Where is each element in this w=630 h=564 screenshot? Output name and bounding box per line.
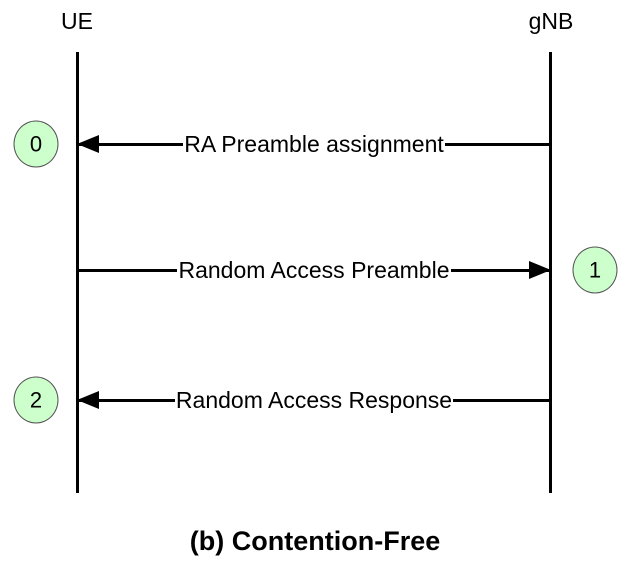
message-line [77, 398, 551, 402]
message-ra-preamble-assignment: RA Preamble assignment [77, 132, 551, 156]
step-badge-2: 2 [13, 376, 59, 424]
lifeline-gnb [549, 52, 552, 493]
message-label: Random Access Preamble [177, 257, 451, 283]
figure-caption: (b) Contention-Free [189, 526, 441, 556]
step-badge-0: 0 [13, 120, 59, 168]
participant-label-ue: UE [61, 8, 93, 34]
step-badge-1: 1 [572, 246, 618, 294]
arrowhead-left-icon [77, 391, 99, 409]
message-label: RA Preamble assignment [183, 131, 445, 157]
message-line [77, 268, 551, 272]
message-label: Random Access Response [174, 387, 454, 413]
participant-label-gnb: gNB [528, 8, 574, 34]
message-random-access-response: Random Access Response [77, 388, 551, 412]
arrowhead-right-icon [529, 261, 551, 279]
lifeline-ue [76, 52, 79, 493]
message-line [77, 142, 551, 146]
arrowhead-left-icon [77, 135, 99, 153]
message-random-access-preamble: Random Access Preamble [77, 258, 551, 282]
